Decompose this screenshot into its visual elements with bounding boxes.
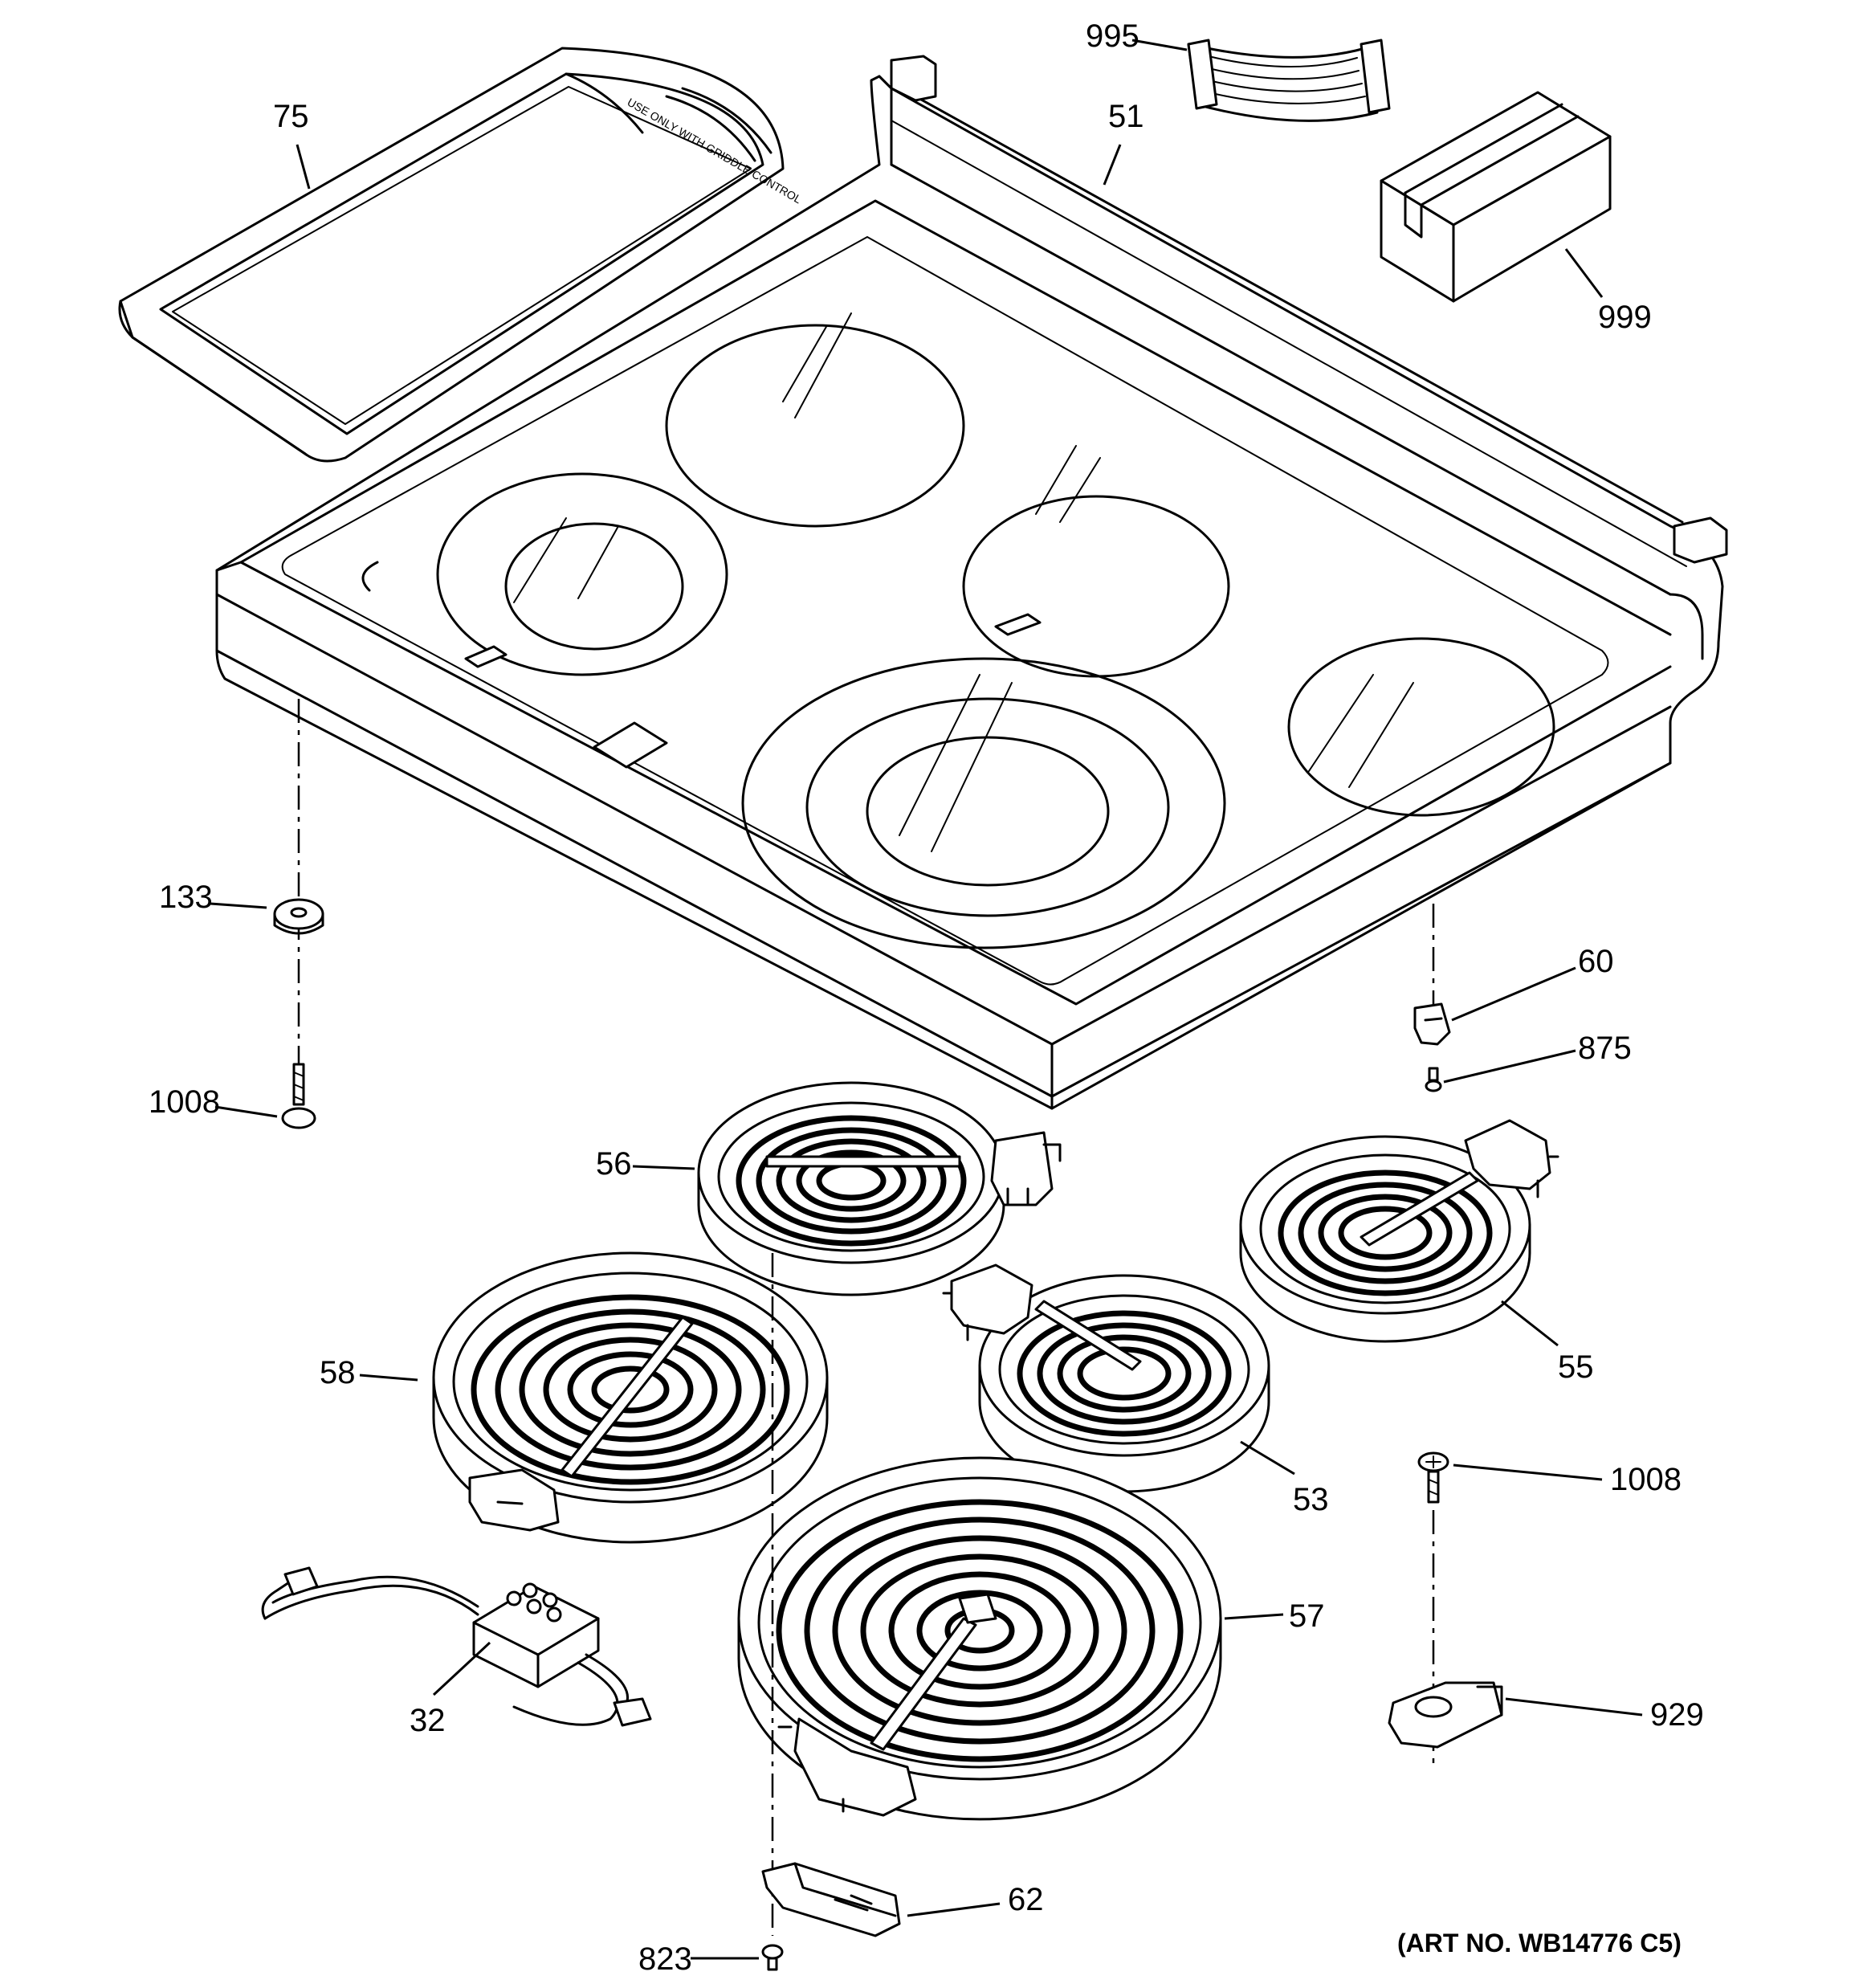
radiant-element-56-part[interactable] <box>697 1081 1062 1296</box>
callout-995: 995 <box>1086 18 1139 54</box>
callout-875: 875 <box>1578 1031 1632 1066</box>
callout-929: 929 <box>1650 1697 1704 1733</box>
screw-part-right[interactable] <box>1417 1451 1449 1504</box>
bracket-929-part[interactable] <box>1388 1681 1503 1749</box>
callout-labels: 995 75 51 999 133 1008 60 875 56 55 58 5… <box>149 18 1704 1977</box>
coil-55 <box>1278 1170 1493 1296</box>
callout-32: 32 <box>410 1703 446 1738</box>
callout-56: 56 <box>596 1146 632 1182</box>
clip-part[interactable] <box>1413 1002 1451 1046</box>
callout-62: 62 <box>1008 1882 1044 1917</box>
leader-lines <box>210 39 1643 1960</box>
small-screw-part[interactable] <box>1425 1067 1442 1092</box>
callout-60: 60 <box>1578 944 1614 979</box>
callout-1008-left: 1008 <box>149 1084 220 1120</box>
art-number: (ART NO. WB14776 C5) <box>1397 1929 1682 1957</box>
screw-823-part[interactable] <box>761 1944 784 1971</box>
box-part[interactable] <box>1380 91 1612 303</box>
callout-58: 58 <box>320 1355 356 1390</box>
radiant-element-57-part[interactable] <box>737 1456 1222 1821</box>
switch-harness-part[interactable] <box>261 1566 652 1727</box>
coil-58 <box>471 1294 790 1485</box>
screw-part-left[interactable] <box>281 1063 316 1129</box>
callout-999: 999 <box>1598 300 1652 335</box>
callout-1008-right: 1008 <box>1610 1462 1682 1497</box>
glass-cooktop-part[interactable] <box>215 55 1728 1110</box>
wire-harness-ribbon-part[interactable] <box>1187 39 1391 122</box>
burner-rings <box>361 324 1555 949</box>
glare-lines <box>513 312 1414 852</box>
callout-75: 75 <box>273 99 309 134</box>
callout-53: 53 <box>1293 1482 1329 1517</box>
callout-55: 55 <box>1558 1349 1594 1385</box>
coil-57 <box>776 1499 1184 1762</box>
rubber-bumper-part[interactable] <box>273 898 324 935</box>
callout-51: 51 <box>1108 99 1144 134</box>
radiant-element-55-part[interactable] <box>1239 1119 1559 1343</box>
radiant-element-53-part[interactable] <box>942 1263 1270 1493</box>
bracket-62-part[interactable] <box>761 1862 901 1937</box>
callout-823: 823 <box>638 1941 692 1977</box>
coil-53 <box>1017 1300 1232 1437</box>
callout-57: 57 <box>1289 1598 1325 1634</box>
callout-133: 133 <box>159 880 213 915</box>
radiant-element-58-part[interactable] <box>432 1251 829 1544</box>
coil-56 <box>736 1115 967 1247</box>
